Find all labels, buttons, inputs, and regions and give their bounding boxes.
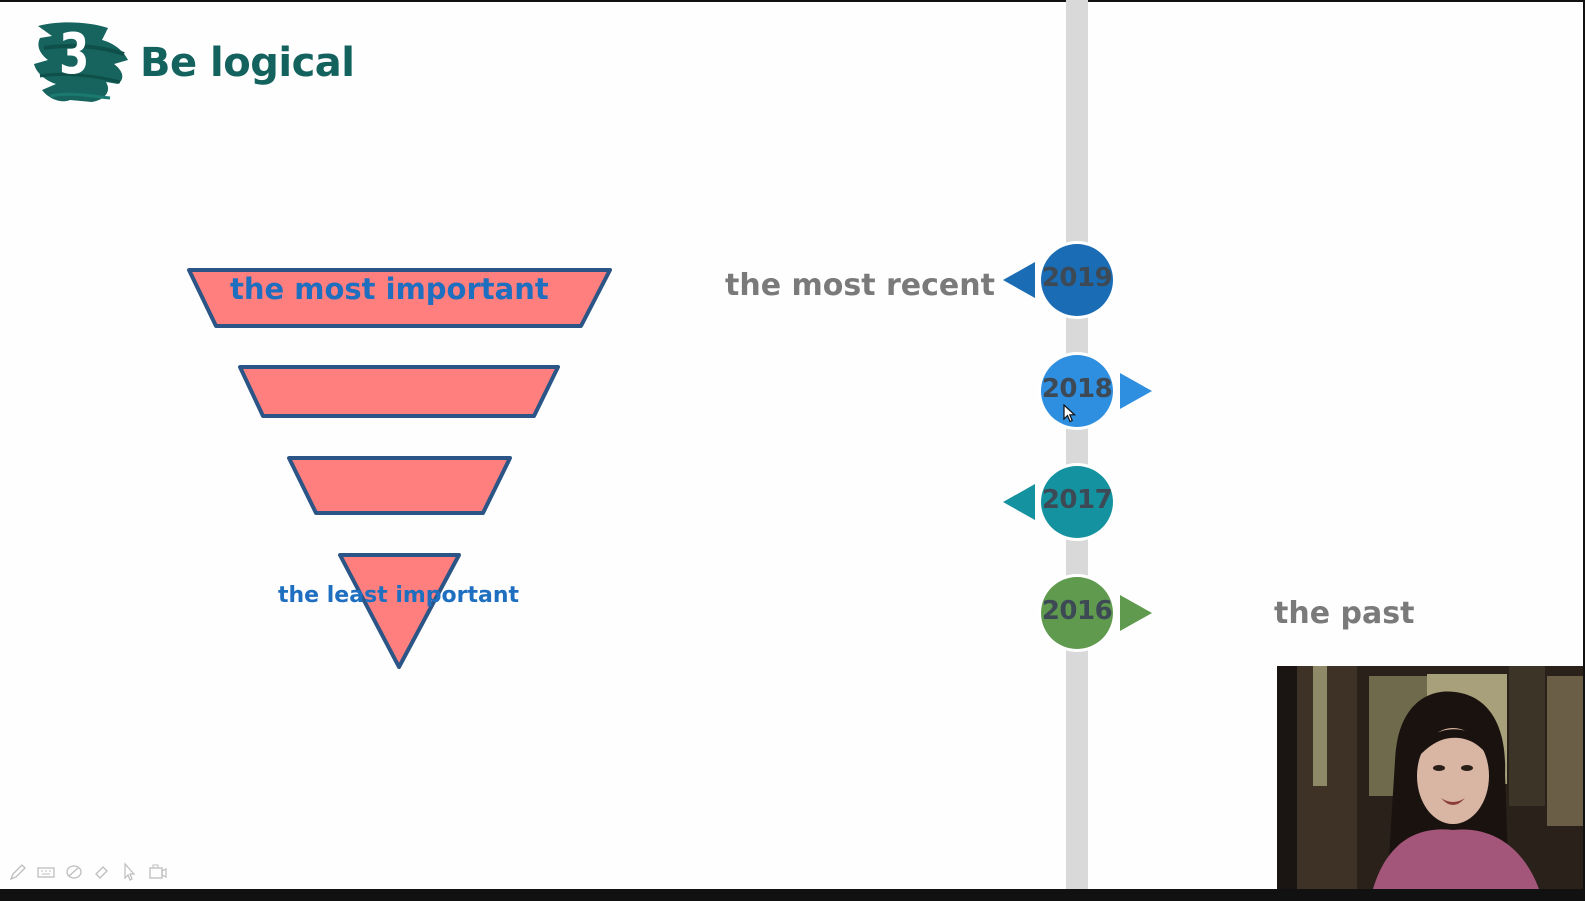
timeline-node-2019 <box>1041 244 1113 316</box>
highlighter-icon[interactable] <box>92 862 112 882</box>
eraser-icon[interactable] <box>64 862 84 882</box>
label-the-past: the past <box>1274 596 1415 631</box>
timeline-axis <box>1066 0 1088 889</box>
funnel-level-4 <box>338 553 461 669</box>
pointer-icon[interactable] <box>120 862 140 882</box>
brush-stroke-icon <box>34 22 128 102</box>
timeline-arrow-right <box>1120 595 1152 631</box>
funnel-bottom-label: the least important <box>278 583 520 608</box>
slide-title-block: 3 Be logical <box>30 18 370 113</box>
timeline-year-label: 2016 <box>1041 596 1113 626</box>
timeline-arrow-left <box>1003 484 1035 520</box>
frame-bottom-border <box>0 889 1585 901</box>
timeline-year-label: 2019 <box>1041 263 1113 293</box>
timeline-arrow-left <box>1003 262 1035 298</box>
camera-icon[interactable] <box>148 862 168 882</box>
funnel-level-3 <box>287 456 512 515</box>
pen-icon[interactable] <box>8 862 28 882</box>
timeline-node-2017 <box>1041 466 1113 538</box>
funnel-level-2 <box>238 365 560 418</box>
timeline-year-label: 2018 <box>1041 374 1113 404</box>
timeline-arrow-right <box>1120 373 1152 409</box>
timeline-year-label: 2017 <box>1041 485 1113 515</box>
frame-top-border <box>0 0 1585 2</box>
mouse-cursor-icon <box>1063 404 1077 423</box>
webcam-video <box>1277 666 1583 889</box>
slide-number: 3 <box>59 22 90 87</box>
annotation-toolbar <box>8 862 168 882</box>
funnel-level-1 <box>187 268 612 328</box>
keyboard-icon[interactable] <box>36 862 56 882</box>
presenter-video-image <box>1277 666 1583 889</box>
frame-right-border <box>1583 0 1585 901</box>
label-most-recent: the most recent <box>725 268 995 303</box>
funnel-top-label: the most important <box>230 272 549 306</box>
slide-title: Be logical <box>140 40 355 86</box>
timeline-node-2018 <box>1041 355 1113 427</box>
timeline-node-2016 <box>1041 577 1113 649</box>
